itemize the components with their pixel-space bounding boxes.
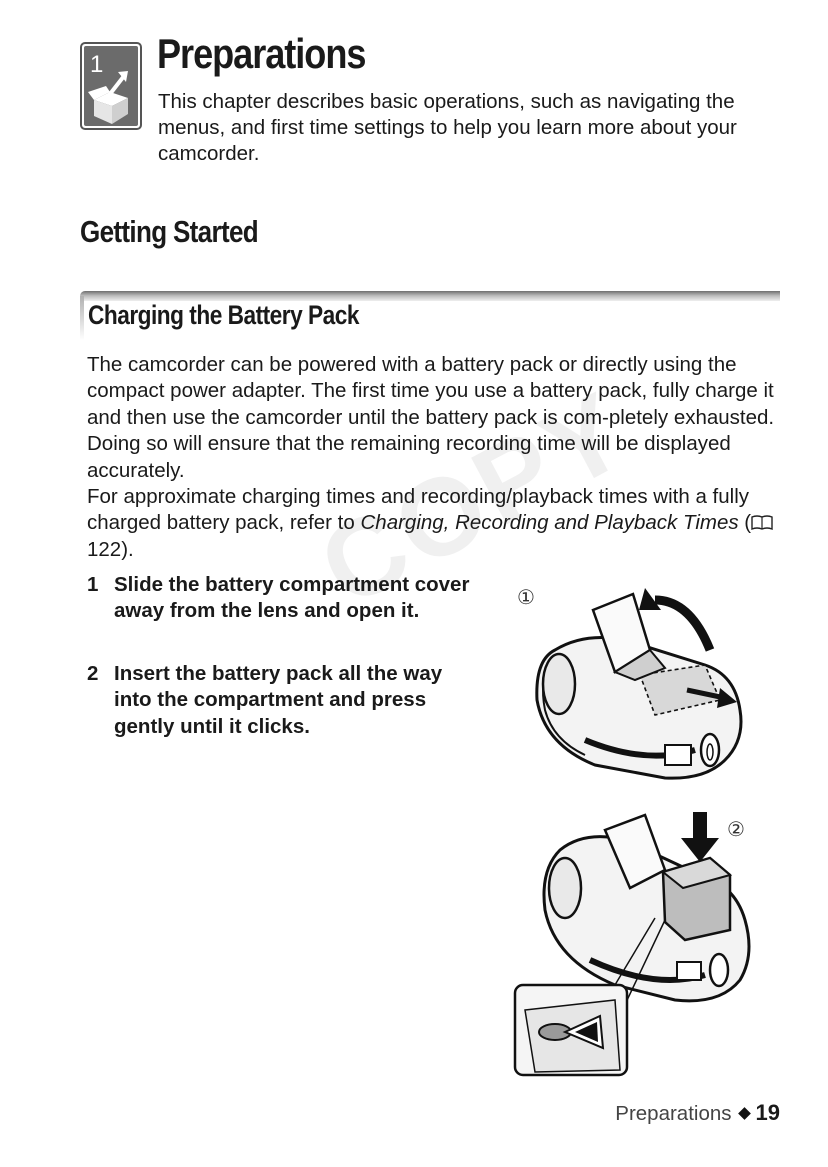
- section-title: Getting Started: [80, 214, 259, 249]
- page-footer: Preparations 19: [540, 1100, 780, 1126]
- subsection-side-rule: [80, 296, 84, 340]
- insert-battery-illustration: ②: [513, 812, 751, 1077]
- step-text: Slide the battery compartment cover away…: [114, 573, 470, 623]
- reference-page: 122).: [87, 537, 134, 561]
- callout-1: ①: [517, 585, 535, 609]
- chapter-title: Preparations: [157, 30, 366, 77]
- chapter-description: This chapter describes basic operations,…: [158, 90, 737, 165]
- footer-section-name: Preparations: [615, 1102, 732, 1125]
- reference-text: For approximate charging times and recor…: [87, 485, 749, 535]
- callout-2: ②: [727, 817, 745, 841]
- diamond-icon: [737, 1107, 751, 1120]
- step-number: 1: [87, 573, 99, 596]
- subsection-title: Charging the Battery Pack: [88, 300, 359, 330]
- page-number: 19: [755, 1100, 780, 1125]
- reference-open-paren: (: [738, 511, 752, 535]
- reference-link[interactable]: Charging, Recording and Playback Times: [360, 511, 739, 535]
- chapter-1-icon: 1: [80, 42, 142, 130]
- intro-paragraph: The camcorder can be powered with a batt…: [87, 353, 775, 482]
- step-number: 2: [87, 662, 99, 685]
- chapter-number: 1: [90, 51, 103, 78]
- reference-paragraph: For approximate charging times and recor…: [87, 484, 787, 563]
- subsection-header-bar: [80, 291, 780, 301]
- book-icon: [751, 515, 773, 531]
- step-text: Insert the battery pack all the way into…: [114, 662, 443, 738]
- open-cover-illustration: ①: [517, 585, 743, 780]
